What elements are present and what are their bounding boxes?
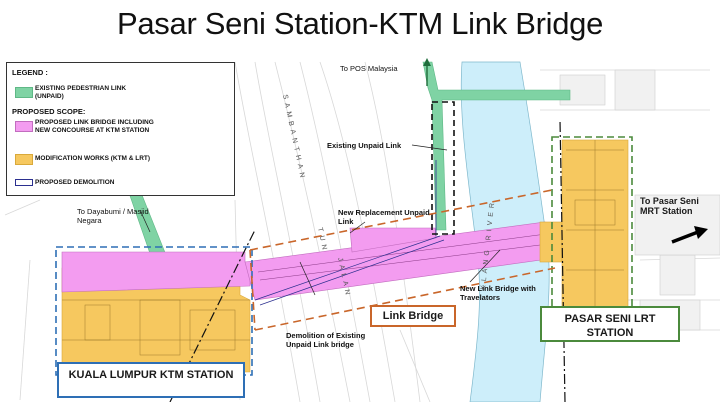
railway-lines bbox=[169, 119, 566, 402]
street-tun: TUN bbox=[316, 227, 328, 254]
to-mrt-label: To Pasar Seni MRT Station bbox=[640, 196, 699, 216]
legend-swatch-demolition bbox=[15, 179, 33, 186]
to-pos-label: To POS Malaysia bbox=[340, 64, 398, 73]
legend-swatch-bridge bbox=[15, 121, 33, 132]
legend-heading: LEGEND : bbox=[12, 68, 48, 77]
mrt-arrow bbox=[671, 230, 699, 244]
proposed-link-bridge bbox=[61, 221, 556, 301]
leader-lines bbox=[139, 144, 501, 296]
legend-swatch-existing bbox=[15, 87, 33, 98]
page-title: Pasar Seni Station-KTM Link Bridge bbox=[116, 6, 604, 41]
site-plan-map: SAMBANTHAN TUN JALAN KLANG RIVER bbox=[4, 58, 720, 402]
legend-proposed-bridge: PROPOSED LINK BRIDGE INCLUDING NEW CONCO… bbox=[35, 119, 154, 134]
lrt-station-details bbox=[566, 140, 624, 310]
legend: LEGEND : EXISTING PEDESTRIAN LINK (UNPAI… bbox=[6, 62, 235, 196]
ktm-station-details bbox=[62, 299, 250, 356]
legend-existing-link: EXISTING PEDESTRIAN LINK (UNPAID) bbox=[35, 85, 127, 100]
street-sambanthan: SAMBANTHAN bbox=[281, 94, 306, 182]
link-bridge-label: Link Bridge bbox=[370, 305, 456, 327]
legend-proposed-scope: PROPOSED SCOPE: bbox=[12, 107, 86, 116]
lrt-station-box bbox=[551, 136, 633, 313]
pos-arrow-head bbox=[423, 58, 431, 66]
ktm-station-label: KUALA LUMPUR KTM STATION bbox=[57, 362, 245, 398]
proposed-demolition bbox=[254, 235, 445, 306]
legend-swatch-modification bbox=[15, 154, 33, 165]
new-replacement-label: New Replacement Unpaid Link bbox=[338, 208, 430, 226]
to-dayabumi-label: To Dayabumi / Masjid Negara bbox=[77, 207, 149, 225]
new-link-bridge-label: New Link Bridge with Travelators bbox=[460, 284, 536, 302]
existing-unpaid-link-box bbox=[431, 101, 455, 235]
legend-modification: MODIFICATION WORKS (KTM & LRT) bbox=[35, 155, 151, 162]
lrt-station-label: PASAR SENI LRT STATION bbox=[540, 306, 680, 342]
link-bridge-scope bbox=[249, 189, 556, 331]
mrt-arrow-head bbox=[694, 226, 708, 239]
legend-demolition: PROPOSED DEMOLITION bbox=[35, 179, 115, 186]
demolition-existing-label: Demolition of Existing Unpaid Link bridg… bbox=[286, 331, 366, 349]
existing-unpaid-label: Existing Unpaid Link bbox=[327, 141, 402, 150]
